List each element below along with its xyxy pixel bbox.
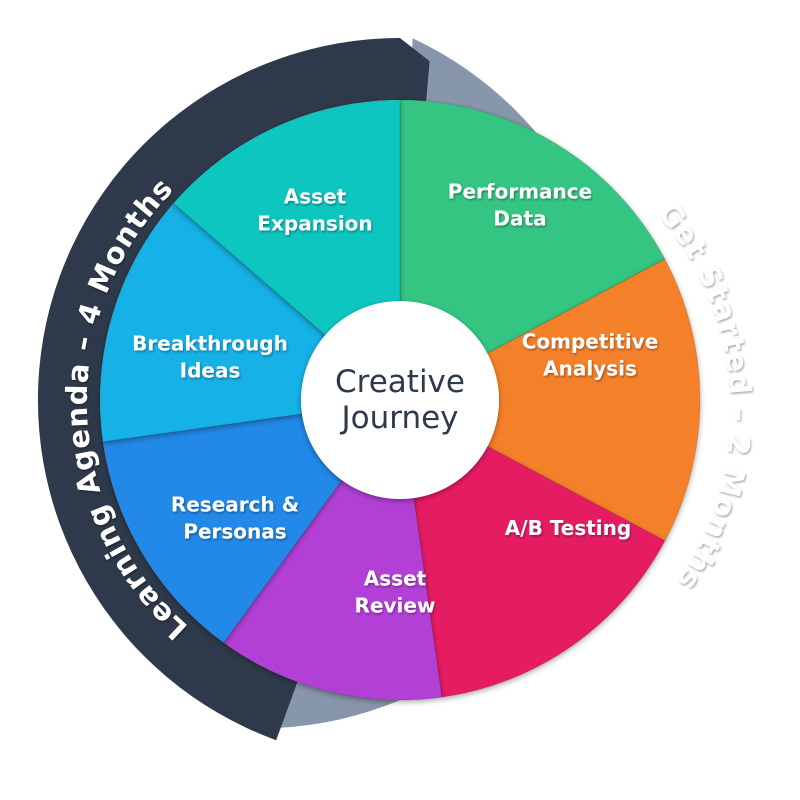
segment-label-asset-review-line2: Review <box>355 594 436 618</box>
segment-label-asset-expansion-line2: Expansion <box>257 212 372 236</box>
segment-label-ab-testing-line1: A/B Testing <box>505 516 631 540</box>
segment-ab-testing <box>399 399 666 698</box>
segment-label-asset-review-line1: Asset <box>364 567 427 591</box>
segment-label-breakthrough-ideas-line2: Ideas <box>180 359 241 383</box>
segment-label-research-personas-line1: Research & <box>171 493 299 517</box>
segment-label-performance-data-line1: Performance <box>448 180 592 204</box>
segment-label-competitive-analysis-line2: Analysis <box>543 357 637 381</box>
center-title-line1: Creative <box>335 364 465 400</box>
segment-competitive-analysis <box>398 258 701 542</box>
segment-label-asset-expansion-line1: Asset <box>284 185 347 209</box>
segment-label-research-personas-line2: Personas <box>183 520 286 544</box>
center-hub <box>301 301 499 499</box>
segment-label-breakthrough-ideas-line1: Breakthrough <box>132 332 288 356</box>
segment-label-performance-data-line2: Data <box>493 207 546 231</box>
center-title-line2: Journey <box>339 400 458 436</box>
segment-performance-data <box>399 99 666 401</box>
segment-label-competitive-analysis-line1: Competitive <box>522 330 659 354</box>
